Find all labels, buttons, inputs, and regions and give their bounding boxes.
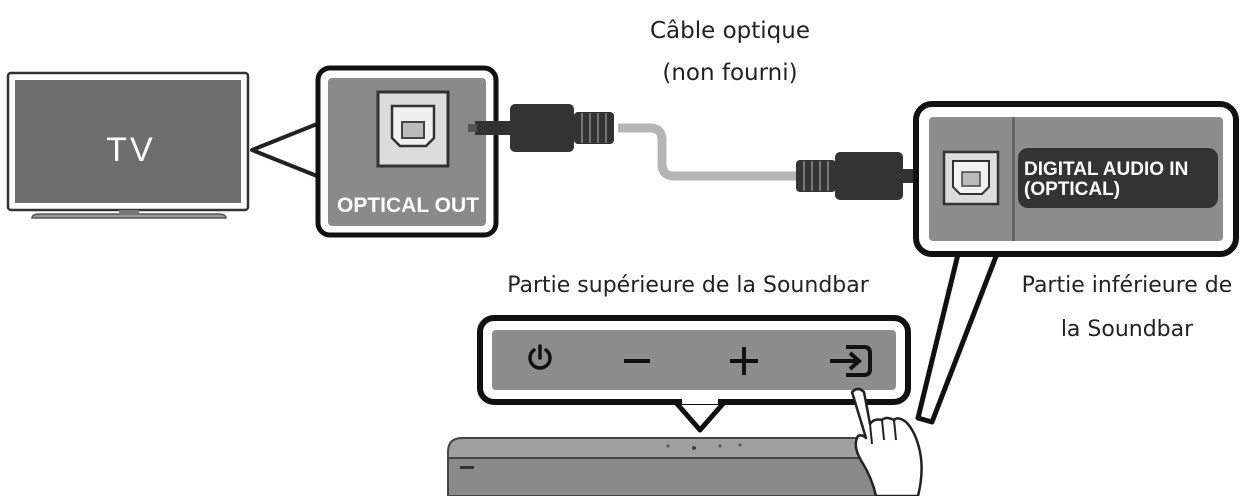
callout-pointer-right (915, 243, 1003, 425)
cable-label-line2: (non fourni) (662, 60, 797, 86)
power-icon (528, 348, 552, 370)
soundbar (447, 437, 915, 496)
tv: TV (6, 71, 250, 219)
label-bottom-of-soundbar-line2: la Soundbar (1061, 317, 1194, 342)
label-bottom-of-soundbar-line1: Partie inférieure de (1022, 273, 1233, 298)
cable-plug-right (835, 152, 903, 200)
cable-wire (618, 123, 800, 181)
tv-screen (15, 80, 241, 203)
soundbar-port-callout: DIGITAL AUDIO IN (OPTICAL) (913, 101, 1239, 425)
soundbar-front (447, 457, 915, 496)
volume-up-button[interactable] (730, 347, 758, 375)
soundbar-port-label-line1: DIGITAL AUDIO IN (1024, 159, 1188, 180)
label-top-of-soundbar: Partie supérieure de la Soundbar (507, 273, 870, 298)
tv-label: TV (106, 131, 155, 169)
pointing-hand-icon (850, 387, 923, 496)
source-icon (846, 345, 872, 377)
cable-label-line1: Câble optique (650, 18, 810, 44)
optical-cable (468, 104, 940, 200)
soundbar-top (447, 437, 915, 459)
callout-pointer (250, 120, 324, 180)
control-panel (492, 330, 896, 390)
tv-stand (31, 213, 227, 219)
optical-in-label-bg (1018, 148, 1218, 208)
cable-plug-left (510, 104, 574, 152)
source-button[interactable] (830, 345, 872, 377)
tv-port-label: OPTICAL OUT (337, 194, 479, 217)
power-button[interactable] (528, 344, 552, 370)
tv-port-callout: OPTICAL OUT (250, 65, 499, 238)
control-panel-callout (477, 315, 911, 433)
soundbar-port-label-line2: (OPTICAL) (1024, 179, 1120, 200)
